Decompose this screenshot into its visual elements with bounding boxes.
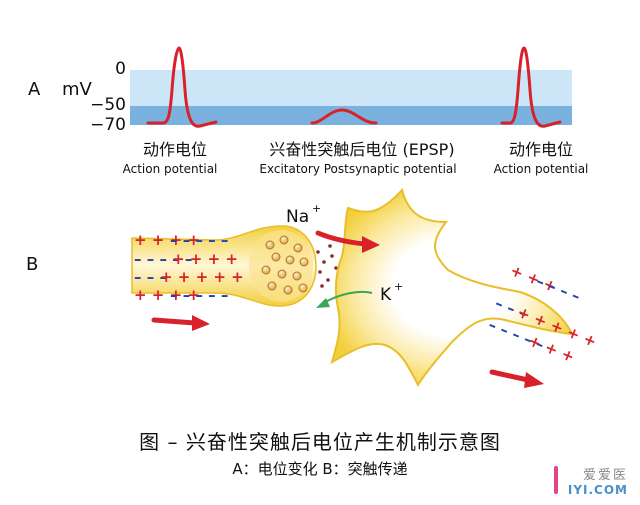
figure-caption-subtitle: A：电位变化 B：突触传递: [232, 460, 408, 478]
positive-charges: + + + +: [172, 250, 238, 268]
action-potential-spike-right: [500, 46, 562, 128]
panel-a-letter: A: [28, 79, 41, 100]
tick-minus-70: −70: [90, 115, 126, 135]
watermark-en: IYI.COM: [567, 483, 628, 497]
label-cn-ap-right: 动作电位: [509, 140, 573, 159]
postsynaptic-neuron: [330, 187, 574, 388]
label-cn-ap-left: 动作电位: [143, 140, 207, 159]
panel-b: B + +: [26, 187, 599, 388]
outgoing-axon-charges: + + + – – – – – – – + + + + + – – – – – …: [486, 261, 599, 366]
label-en-epsp: Excitatory Postsynaptic potential: [259, 162, 456, 176]
potential-band-lower: [130, 106, 572, 125]
na-ion-charge: +: [312, 202, 321, 215]
k-ion-label: K: [380, 285, 392, 305]
negative-charges: – – – – –: [170, 231, 228, 249]
na-ion-label: Na: [286, 207, 309, 227]
tick-0: 0: [115, 59, 126, 79]
epsp-bump: [310, 108, 378, 125]
label-en-ap-right: Action potential: [494, 162, 589, 176]
k-ion-charge: +: [394, 280, 403, 293]
axon-charges: + + + + – – – – – – – – – – + + + + – – …: [134, 231, 244, 304]
na-arrow-head: [362, 236, 380, 253]
watermark-cn: 爱爱医: [582, 468, 628, 483]
panel-b-letter: B: [26, 254, 38, 275]
label-en-ap-left: Action potential: [123, 162, 218, 176]
watermark-mark: [553, 466, 558, 494]
propagation-arrow-in: [151, 315, 210, 331]
na-influx-arrow: [315, 230, 368, 247]
positive-charges: + + + + +: [160, 268, 244, 286]
watermark-logo: 爱爱医 IYI.COM: [553, 464, 628, 497]
positive-charges: + + + +: [134, 286, 200, 304]
negative-charges: – – – – –: [170, 286, 228, 304]
action-potential-spike-left: [146, 46, 218, 128]
synaptic-vesicles: [261, 235, 309, 295]
label-cn-epsp: 兴奋性突触后电位 (EPSP): [269, 140, 454, 159]
positive-charges: + + + +: [134, 231, 200, 249]
figure-caption-title: 图 – 兴奋性突触后电位产生机制示意图: [139, 430, 501, 454]
negative-charges: – – –: [134, 268, 167, 286]
negative-charges: – – – – –: [134, 250, 192, 268]
mv-unit-label: mV: [62, 79, 93, 100]
tick-minus-50: −50: [90, 95, 126, 115]
k-arrow-head: [316, 298, 330, 308]
potential-band-upper: [130, 70, 572, 106]
panel-a: A mV 0 −50 −70 动作电位 Action potential 兴奋性…: [28, 46, 589, 176]
propagation-arrow-out: [489, 369, 544, 388]
